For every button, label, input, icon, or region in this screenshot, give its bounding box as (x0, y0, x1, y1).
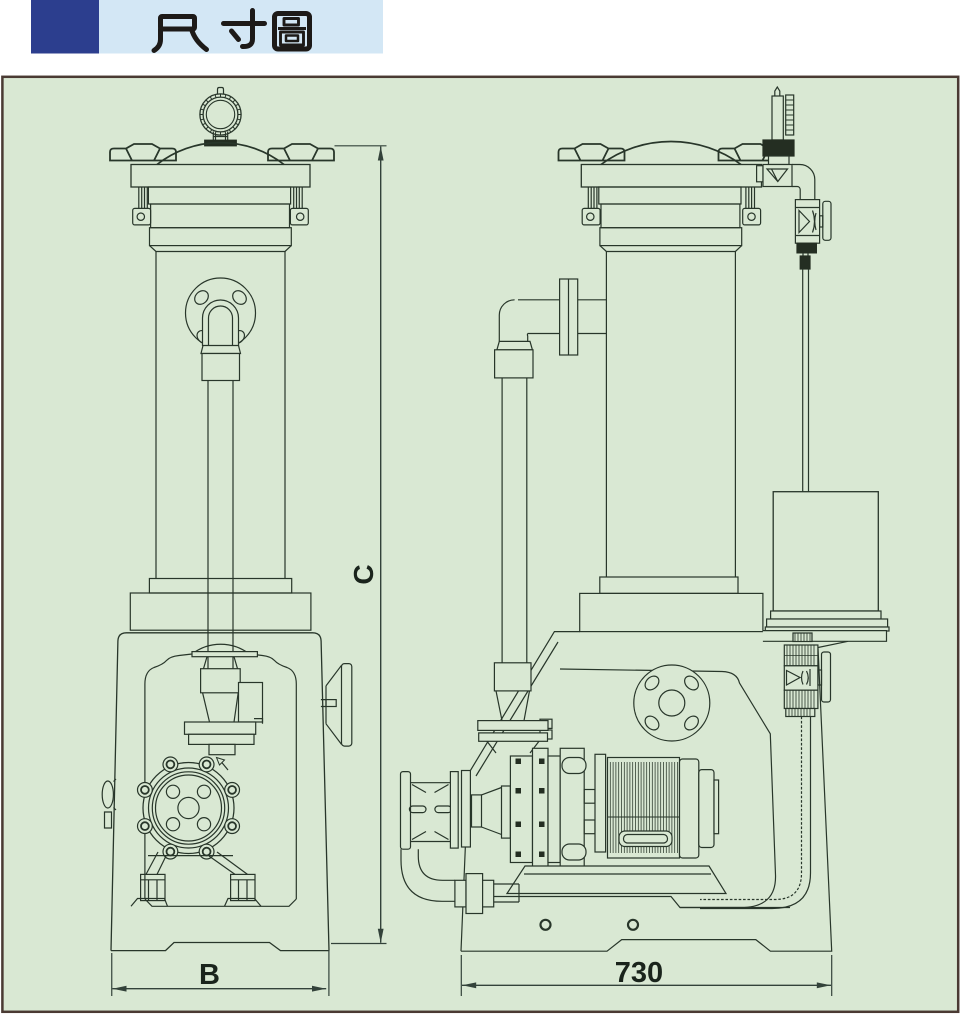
svg-text:C: C (348, 564, 379, 584)
svg-text:B: B (199, 959, 220, 991)
svg-text:730: 730 (615, 957, 663, 989)
